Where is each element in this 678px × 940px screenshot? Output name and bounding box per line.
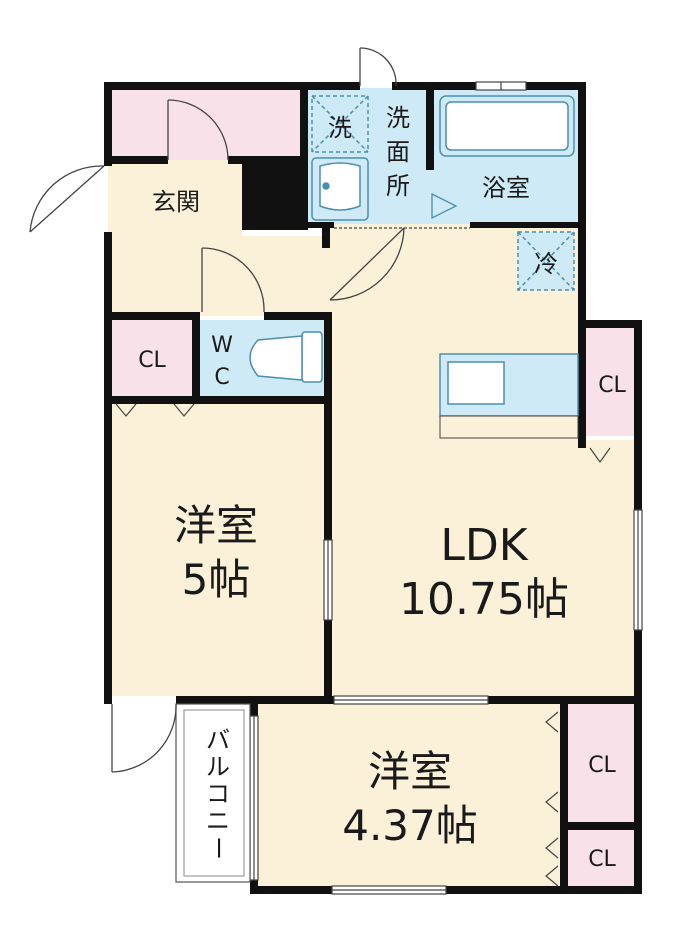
walls — [104, 82, 642, 894]
closet-floor-ldk — [584, 324, 636, 436]
label-room-a-name: 洋室 — [174, 501, 258, 550]
label-room-b-size: 4.37帖 — [342, 801, 478, 850]
label-room-b-name: 洋室 — [368, 747, 452, 796]
label-ldk-size: 10.75帖 — [399, 574, 569, 625]
svg-text:洗: 洗 — [386, 104, 410, 132]
label-washer: 洗 — [328, 114, 352, 142]
label-cl-br1: CL — [588, 753, 616, 778]
label-cl-br2: CL — [588, 847, 616, 872]
label-fridge: 冷 — [534, 250, 558, 278]
kitchen-bar — [439, 415, 579, 439]
balcony-char: バ — [206, 726, 230, 754]
closet-floor-left — [108, 316, 194, 396]
ldk-floor-ext — [580, 440, 636, 696]
balcony-char: ル — [206, 753, 230, 781]
label-wc-w: W — [211, 333, 233, 358]
closet-door-markers — [115, 403, 611, 887]
label-genkan: 玄関 — [152, 188, 200, 216]
balcony — [175, 703, 251, 883]
labels: 玄関 洗 洗 面 所 浴室 冷 CL W C CL 洋室 5帖 LDK 10.7… — [138, 104, 626, 872]
genkan-floor — [108, 160, 242, 236]
label-bath: 浴室 — [482, 174, 530, 202]
label-cl-top-left: CL — [138, 348, 166, 373]
svg-text:面: 面 — [386, 138, 410, 166]
fridge-space — [517, 231, 575, 291]
balcony-char: コ — [206, 780, 230, 808]
doors — [29, 47, 470, 773]
toilet-tank — [301, 331, 323, 383]
ldk-floor — [330, 224, 580, 696]
svg-text:所: 所 — [386, 172, 410, 200]
closet-floor-br1 — [566, 704, 636, 822]
balcony-char: ニ — [206, 807, 230, 835]
closet-floor-br2 — [566, 828, 636, 888]
label-wc-c: C — [214, 365, 229, 390]
fixtures — [249, 95, 579, 439]
storage-top-left — [108, 88, 304, 160]
label-cl-ldk: CL — [598, 373, 626, 398]
label-ldk-name: LDK — [440, 520, 528, 571]
room-a-floor — [108, 400, 328, 696]
balcony-char: ー — [204, 836, 232, 860]
room-b-floor — [258, 704, 560, 888]
label-room-a-size: 5帖 — [182, 555, 251, 604]
hallway-floor — [108, 236, 330, 316]
label-senmenjo: 洗 面 所 — [386, 104, 410, 200]
